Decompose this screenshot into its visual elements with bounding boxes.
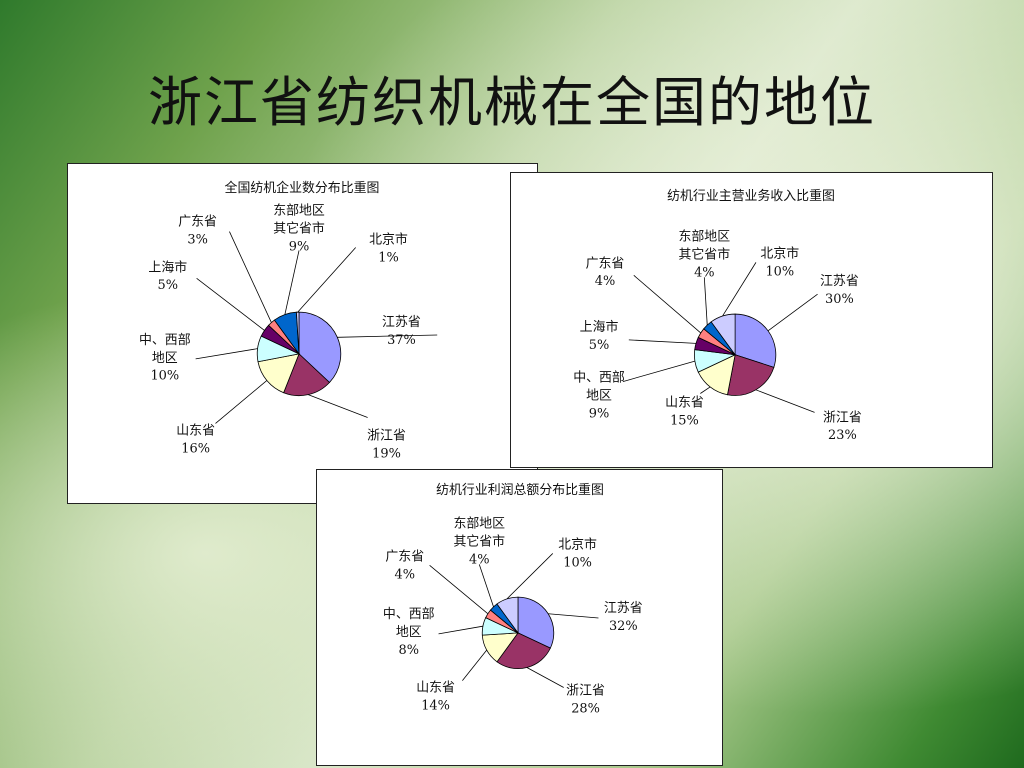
slice-percent-label: 9% (589, 406, 609, 421)
leader-line (337, 334, 438, 338)
leader-line (195, 348, 258, 360)
slice-percent-label: 28% (571, 701, 600, 716)
slice-name-label: 山东省 (665, 395, 704, 410)
leader-line (526, 667, 564, 688)
leader-line (703, 277, 708, 326)
leader-line (633, 275, 701, 334)
leader-line (478, 564, 494, 607)
slice-name-label: 上海市 (148, 259, 187, 275)
leader-line (767, 293, 818, 332)
slice-name-label: 山东省 (176, 423, 215, 438)
pie-slice (517, 596, 555, 649)
slice-percent-label: 23% (828, 428, 857, 443)
chart-panel-enterprises: 全国纺机企业数分布比重图江苏省 37% 浙江省 19% 山东省 16% 中、西部地区 10% 上… (67, 163, 538, 504)
slice-name-label: 浙江省 (367, 428, 406, 443)
slice-name-label: 广东省 (586, 256, 625, 271)
slice-name-label: 中、西部地区 (573, 371, 625, 404)
leader-line (196, 278, 265, 331)
slice-percent-label: 10% (150, 369, 179, 384)
chart-title: 全国纺机企业数分布比重图 (225, 180, 380, 196)
slice-percent-label: 3% (187, 233, 207, 248)
chart-panel-revenue: 纺机行业主营业务收入比重图江苏省 30% 浙江省 23% 山东省 15% 中、西部地区 9% 上… (510, 172, 993, 468)
slice-percent-label: 19% (372, 446, 401, 461)
slice-name-label: 东部地区其它省市 (679, 230, 731, 263)
slice-percent-label: 4% (595, 274, 615, 289)
pie-slice (727, 354, 775, 396)
slice-percent-label: 1% (378, 250, 398, 265)
leader-line (506, 553, 554, 600)
pie-slice (298, 311, 342, 384)
slice-name-label: 江苏省 (820, 273, 859, 289)
slice-percent-label: 4% (395, 567, 415, 582)
slice-name-label: 北京市 (558, 536, 597, 552)
leader-line (628, 339, 697, 344)
slice-name-label: 中、西部地区 (139, 333, 191, 366)
pie-slice (496, 596, 519, 635)
slice-percent-label: 10% (563, 555, 592, 570)
slice-name-label: 广东省 (385, 549, 424, 564)
slice-name-label: 中、西部地区 (383, 607, 435, 640)
pie-slice (734, 313, 777, 368)
slice-name-label: 江苏省 (604, 600, 643, 616)
slice-name-label: 浙江省 (823, 410, 862, 425)
slice-name-label: 东部地区其它省市 (273, 204, 325, 237)
slice-percent-label: 4% (694, 265, 714, 280)
slice-percent-label: 16% (181, 441, 210, 456)
slice-percent-label: 8% (399, 643, 419, 658)
leader-line (229, 231, 272, 323)
slice-name-label: 山东省 (416, 680, 455, 695)
chart-title: 纺机行业利润总额分布比重图 (436, 482, 604, 498)
leader-line (215, 380, 268, 424)
leader-line (755, 389, 815, 413)
slice-percent-label: 10% (765, 264, 794, 279)
slice-name-label: 江苏省 (382, 314, 421, 330)
leader-line (700, 386, 711, 394)
slice-name-label: 上海市 (580, 319, 619, 335)
pie-slice (496, 632, 551, 670)
slice-percent-label: 5% (158, 278, 178, 293)
slide-title: 浙江省纺织机械在全国的地位 (148, 71, 876, 134)
leader-line (307, 394, 368, 418)
slice-percent-label: 32% (609, 619, 638, 634)
slice-percent-label: 14% (421, 698, 450, 713)
slice-name-label: 北京市 (760, 245, 799, 261)
leader-line (438, 625, 483, 635)
leader-line (548, 613, 599, 619)
leader-line (622, 360, 695, 382)
slice-name-label: 北京市 (369, 232, 408, 248)
chart-title: 纺机行业主营业务收入比重图 (667, 188, 835, 204)
chart-panel-profit: 纺机行业利润总额分布比重图江苏省 32% 浙江省 28% 山东省 14% 中、西部地区 8% 广… (316, 469, 723, 766)
leader-line (462, 649, 487, 681)
leader-line (722, 262, 757, 317)
slice-percent-label: 9% (289, 239, 309, 254)
slice-percent-label: 37% (387, 333, 416, 348)
slice-name-label: 东部地区其它省市 (453, 517, 505, 550)
slice-name-label: 浙江省 (566, 683, 605, 698)
leader-line (297, 247, 356, 313)
slice-name-label: 广东省 (178, 215, 217, 230)
pie-slice (710, 313, 736, 356)
slice-percent-label: 5% (589, 338, 609, 353)
slice-percent-label: 15% (670, 413, 699, 428)
slice-percent-label: 4% (469, 552, 489, 567)
leader-line (284, 250, 300, 315)
leader-line (429, 565, 489, 615)
slice-percent-label: 30% (825, 292, 854, 307)
